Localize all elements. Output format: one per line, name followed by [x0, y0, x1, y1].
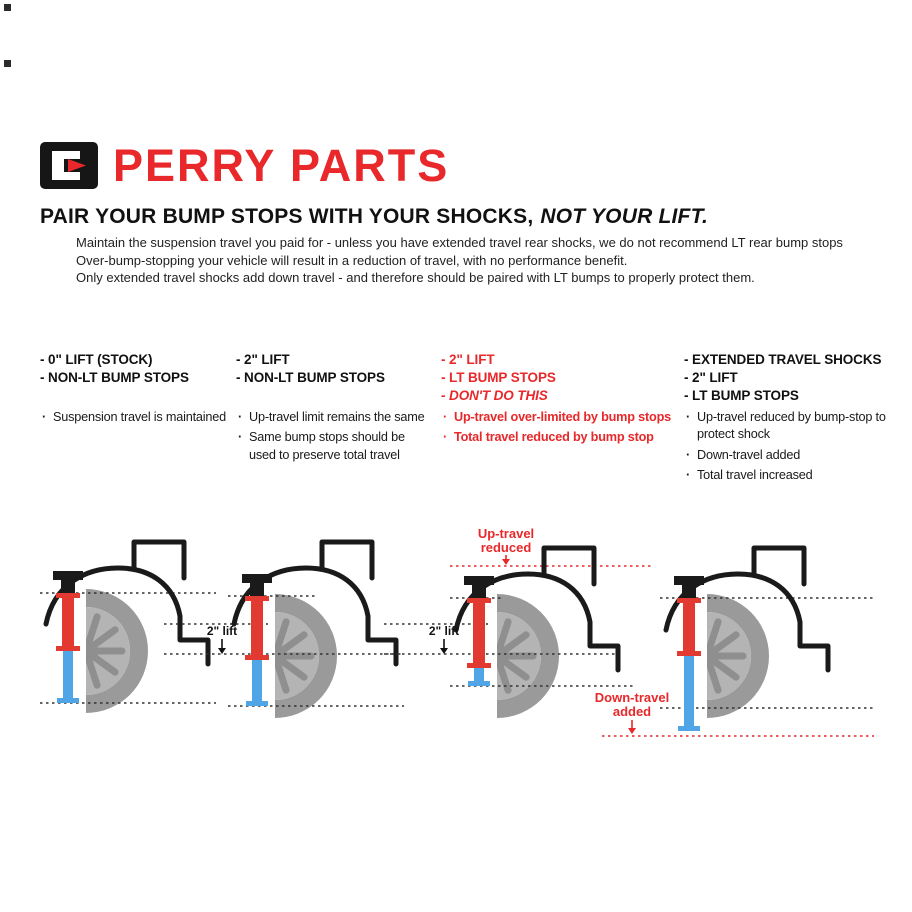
down-travel-bar	[468, 668, 490, 686]
wheel-graphic	[275, 594, 337, 718]
headline-main: PAIR YOUR BUMP STOPS WITH YOUR SHOCKS,	[40, 205, 534, 228]
diagram-stock	[40, 542, 216, 713]
column-header: - 2" LIFT	[236, 352, 290, 367]
down-arrow-icon	[502, 555, 510, 565]
down-arrow-icon	[218, 639, 226, 654]
diagram-lt-warning: Up-travel reduced 2" lift	[384, 526, 654, 718]
column-header: - LT BUMP STOPS	[441, 370, 556, 386]
column-header: - 2" LIFT	[441, 352, 495, 367]
down-arrow-icon	[628, 720, 636, 734]
headline-emphasis: NOT YOUR LIFT.	[540, 205, 709, 228]
column-extended-travel: - EXTENDED TRAVEL SHOCKS - 2" LIFT - LT …	[684, 351, 896, 487]
column-header: - NON-LT BUMP STOPS	[40, 370, 189, 386]
bullet-item: Suspension travel is maintained	[40, 409, 226, 427]
wheel-graphic	[497, 594, 559, 718]
down-arrow-icon	[440, 639, 448, 654]
wheel-graphic	[86, 589, 148, 713]
comparison-columns: - 0" LIFT (STOCK) - NON-LT BUMP STOPS Su…	[40, 351, 896, 487]
column-bullets: Suspension travel is maintained	[40, 409, 226, 427]
bump-stop-bar	[245, 596, 269, 660]
page-title: PAIR YOUR BUMP STOPS WITH YOUR SHOCKS, NO…	[40, 205, 708, 229]
bullet-item: Total travel reduced by bump stop	[441, 429, 674, 447]
brand-header: PERRY PARTS	[40, 142, 449, 189]
lt-bump-stop-bar	[467, 598, 491, 668]
column-bullets: Up-travel over-limited by bump stops Tot…	[441, 409, 674, 447]
down-travel-label-line1: Down-travel	[595, 690, 669, 705]
extended-down-travel-bar	[678, 656, 700, 731]
diagram-2in-lift: 2" lift	[164, 542, 404, 718]
bullet-item: Same bump stops should be used to preser…	[236, 429, 431, 464]
wheel-graphic	[707, 594, 769, 718]
column-headers: - 0" LIFT (STOCK) - NON-LT BUMP STOPS	[40, 351, 226, 409]
lift-label-d3: 2" lift	[429, 624, 459, 638]
column-header: - 2" LIFT	[684, 370, 738, 386]
bullet-item: Total travel increased	[684, 467, 886, 485]
column-header: - NON-LT BUMP STOPS	[236, 370, 385, 386]
intro-line: Maintain the suspension travel you paid …	[76, 235, 843, 250]
suspension-diagrams: 2" lift	[40, 526, 874, 737]
bullet-item: Up-travel reduced by bump-stop to protec…	[684, 409, 886, 444]
corner-artifact	[4, 60, 11, 67]
bump-stop-mount	[464, 576, 494, 598]
column-stock: - 0" LIFT (STOCK) - NON-LT BUMP STOPS Su…	[40, 351, 236, 487]
column-header-warning: - DON'T DO THIS	[441, 388, 548, 404]
column-header: - EXTENDED TRAVEL SHOCKS	[684, 352, 882, 367]
bump-stop-mount	[674, 576, 704, 598]
intro-text: Maintain the suspension travel you paid …	[76, 234, 843, 287]
column-2in-lift-nonlt: - 2" LIFT - NON-LT BUMP STOPS Up-travel …	[236, 351, 441, 487]
column-header: - 0" LIFT (STOCK)	[40, 352, 153, 367]
bump-stop-mount	[53, 571, 83, 593]
column-header: - LT BUMP STOPS	[684, 388, 799, 404]
brand-name: PERRY PARTS	[113, 140, 450, 191]
column-headers: - 2" LIFT - LT BUMP STOPS - DON'T DO THI…	[441, 351, 674, 409]
column-headers: - EXTENDED TRAVEL SHOCKS - 2" LIFT - LT …	[684, 351, 886, 409]
intro-line: Only extended travel shocks add down tra…	[76, 270, 755, 285]
bullet-item: Up-travel limit remains the same	[236, 409, 431, 427]
column-bullets: Up-travel limit remains the same Same bu…	[236, 409, 431, 464]
reference-lines	[164, 595, 404, 707]
bump-stop-bar	[56, 593, 80, 651]
up-travel-label-line2: reduced	[481, 540, 532, 555]
down-travel-bar	[246, 660, 268, 706]
bullet-item: Down-travel added	[684, 447, 886, 465]
bullet-item: Up-travel over-limited by bump stops	[441, 409, 674, 427]
down-travel-bar	[57, 651, 79, 703]
corner-artifact	[4, 4, 11, 11]
lt-bump-stop-bar	[677, 598, 701, 656]
column-bullets: Up-travel reduced by bump-stop to protec…	[684, 409, 886, 484]
column-2in-lift-lt-warning: - 2" LIFT - LT BUMP STOPS - DON'T DO THI…	[441, 351, 684, 487]
intro-line: Over-bump-stopping your vehicle will res…	[76, 252, 628, 268]
diagram-extended-travel: Down-travel added	[595, 548, 874, 737]
perry-parts-logo-icon	[40, 142, 98, 189]
up-travel-label-line1: Up-travel	[478, 526, 534, 541]
down-travel-label-line2: added	[613, 704, 651, 719]
column-headers: - 2" LIFT - NON-LT BUMP STOPS	[236, 351, 431, 409]
lift-label-d2: 2" lift	[207, 624, 237, 638]
